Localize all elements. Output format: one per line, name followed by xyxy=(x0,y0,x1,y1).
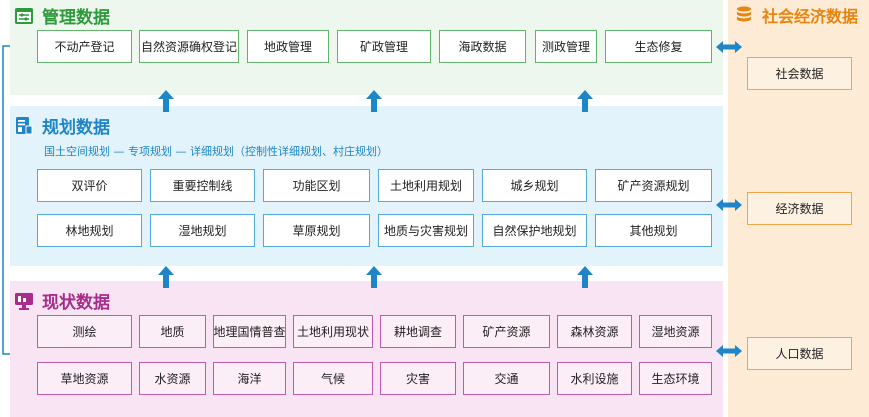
status-item-geo-census: 地理国情普查 xyxy=(213,315,286,348)
social-item-social-data: 社会数据 xyxy=(747,57,852,90)
status-item-wetland-resources: 湿地资源 xyxy=(639,315,712,348)
up-arrow-icon xyxy=(366,266,382,288)
status-item-ocean: 海洋 xyxy=(213,362,286,395)
document-chart-icon xyxy=(14,116,34,136)
status-title: 现状数据 xyxy=(14,288,110,313)
status-item-farmland-survey: 耕地调查 xyxy=(380,315,456,348)
mgmt-item-marine-data: 海政数据 xyxy=(439,30,526,63)
plan-item-wetland-plan: 湿地规划 xyxy=(150,214,255,247)
left-connector-line xyxy=(2,45,10,355)
double-arrow-icon xyxy=(716,199,742,211)
monitor-icon xyxy=(14,291,34,311)
plan-item-land-use-plan: 土地利用规划 xyxy=(378,169,474,202)
double-arrow-icon xyxy=(716,41,742,53)
status-data-panel xyxy=(10,281,723,417)
status-item-eco-environment: 生态环境 xyxy=(639,362,712,395)
plan-item-mineral-plan: 矿产资源规划 xyxy=(595,169,712,202)
plan-item-control-lines: 重要控制线 xyxy=(150,169,255,202)
social-item-population-data: 人口数据 xyxy=(747,337,852,370)
planning-title-text: 规划数据 xyxy=(42,118,110,138)
social-item-economic-data: 经济数据 xyxy=(747,192,852,225)
plan-item-geology-disaster-plan: 地质与灾害规划 xyxy=(378,214,474,247)
mgmt-item-land-admin: 地政管理 xyxy=(247,30,329,63)
planning-hierarchy-text: 国土空间规划 — 专项规划 — 详细规划（控制性详细规划、村庄规划） xyxy=(44,145,388,158)
status-item-geology: 地质 xyxy=(139,315,206,348)
management-title: 管理数据 xyxy=(14,3,110,28)
plan-item-dual-evaluation: 双评价 xyxy=(37,169,142,202)
mgmt-item-resource-rights: 自然资源确权登记 xyxy=(139,30,239,63)
mgmt-item-real-estate: 不动产登记 xyxy=(37,30,132,63)
status-item-land-use-status: 土地利用现状 xyxy=(293,315,373,348)
status-item-water-resources: 水资源 xyxy=(139,362,206,395)
mgmt-item-eco-restoration: 生态修复 xyxy=(605,30,712,63)
settings-panel-icon xyxy=(14,6,34,26)
status-item-transport: 交通 xyxy=(463,362,550,395)
up-arrow-icon xyxy=(158,266,174,288)
plan-item-forest-plan: 林地规划 xyxy=(37,214,142,247)
social-economic-title-text: 社会经济数据 xyxy=(762,7,859,26)
status-title-text: 现状数据 xyxy=(42,293,110,313)
plan-item-other-plan: 其他规划 xyxy=(595,214,712,247)
status-item-surveying: 测绘 xyxy=(37,315,132,348)
planning-title: 规划数据 xyxy=(14,113,110,138)
up-arrow-icon xyxy=(366,90,382,112)
mgmt-item-survey-admin: 测政管理 xyxy=(535,30,597,63)
status-item-water-facilities: 水利设施 xyxy=(557,362,632,395)
mgmt-item-mining-admin: 矿政管理 xyxy=(337,30,431,63)
plan-item-urban-rural-plan: 城乡规划 xyxy=(482,169,587,202)
management-title-text: 管理数据 xyxy=(42,8,110,28)
status-item-disaster: 灾害 xyxy=(380,362,456,395)
up-arrow-icon xyxy=(577,266,593,288)
social-economic-title: 社会经济数据 xyxy=(734,3,858,27)
up-arrow-icon xyxy=(577,90,593,112)
status-item-grassland-resources: 草地资源 xyxy=(37,362,132,395)
plan-item-grassland-plan: 草原规划 xyxy=(263,214,370,247)
status-item-mineral-resources: 矿产资源 xyxy=(463,315,550,348)
status-item-forest-resources: 森林资源 xyxy=(557,315,632,348)
plan-item-functional-zoning: 功能区划 xyxy=(263,169,370,202)
plan-item-protected-area-plan: 自然保护地规划 xyxy=(482,214,587,247)
double-arrow-icon xyxy=(716,345,742,357)
database-icon xyxy=(734,5,754,25)
up-arrow-icon xyxy=(158,90,174,112)
status-item-climate: 气候 xyxy=(293,362,373,395)
